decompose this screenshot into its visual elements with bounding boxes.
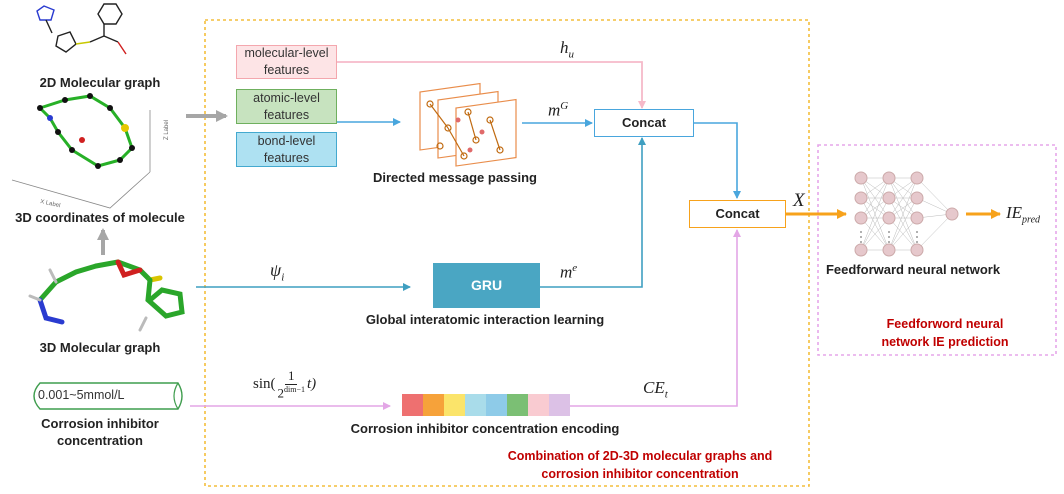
concentration-label-line2: concentration [57,432,143,448]
bond-features-line2: features [263,150,310,165]
encoding-cell [444,394,465,416]
symbol-me: me [560,262,578,282]
prediction-caption: Feedforword neural network IE prediction [840,316,1050,351]
encoding-cell [528,394,549,416]
atomic-features-line2: features [263,107,310,122]
message-passing-graphs [419,82,517,167]
encoding-cell [486,394,507,416]
prediction-caption-line2: network IE prediction [881,334,1009,349]
concentration-encoding-strip [402,394,570,416]
label-2d-molecular-graph: 2D Molecular graph [39,75,161,90]
formula-suffix: t) [306,376,317,393]
molecular-features-line2: features [263,63,310,77]
formula-denominator: 2dim−1 [277,385,305,401]
formula-fraction: 1 2dim−1 [278,368,305,401]
symbol-hu: hu [560,38,574,61]
label-concentration-encoding: Corrosion inhibitor concentration encodi… [350,421,620,436]
encoding-cell [423,394,444,416]
prediction-frame [817,144,1057,356]
coordinates-3d-plot [11,93,151,209]
molecule-3d-drawing [28,259,185,332]
formula-sin: sin( [253,376,276,393]
bond-level-features-box: bond-level features [236,132,337,167]
combination-frame [204,19,810,487]
symbol-mg: mG [548,100,569,120]
combination-caption-line1: Combination of 2D-3D molecular graphs an… [507,449,773,463]
combination-caption-line2: corrosion inhibitor concentration [541,466,739,481]
label-feedforward-network: Feedforward neural network [825,262,1001,277]
axis-x-label: X Label [40,199,61,209]
symbol-ce: CEt [643,378,668,401]
atomic-features-line1: atomic-level [253,90,320,105]
label-3d-molecular-graph: 3D Molecular graph [39,340,161,355]
atomic-level-features-box: atomic-level features [236,89,337,124]
concat-box-2: Concat [689,200,786,228]
formula-numerator: 1 [284,368,298,385]
encoding-cell [465,394,486,416]
concentration-label-line1: Corrosion inhibitor [41,416,159,431]
label-directed-message-passing: Directed message passing [372,170,538,185]
encoding-cell [402,394,423,416]
sinusoid-formula: sin( 1 2dim−1 t) [253,368,316,401]
label-concentration: Corrosion inhibitor concentration [0,416,200,450]
gru-box: GRU [433,263,540,308]
combination-caption: Combination of 2D-3D molecular graphs an… [480,448,800,483]
axis-z-label: Z Label [164,120,170,140]
symbol-x: X [793,190,805,211]
label-global-interatomic: Global interatomic interaction learning [365,312,605,327]
bond-features-line1: bond-level [257,133,316,148]
concat-box-1: Concat [594,109,694,137]
encoding-cell [507,394,528,416]
molecule-2d-drawing [36,3,127,55]
molecular-features-line1: molecular-level [244,46,329,61]
feedforward-network-drawing [854,171,959,257]
label-3d-coordinates: 3D coordinates of molecule [15,210,185,225]
molecular-level-features-box: molecular-level features [236,45,337,79]
prediction-caption-line1: Feedforword neural [886,317,1004,331]
encoding-cell [549,394,570,416]
symbol-ie-pred: IEpred [1006,203,1041,226]
symbol-psi: ψi [270,260,285,284]
concentration-input-value: 0.001~5mmol/L [38,388,125,402]
